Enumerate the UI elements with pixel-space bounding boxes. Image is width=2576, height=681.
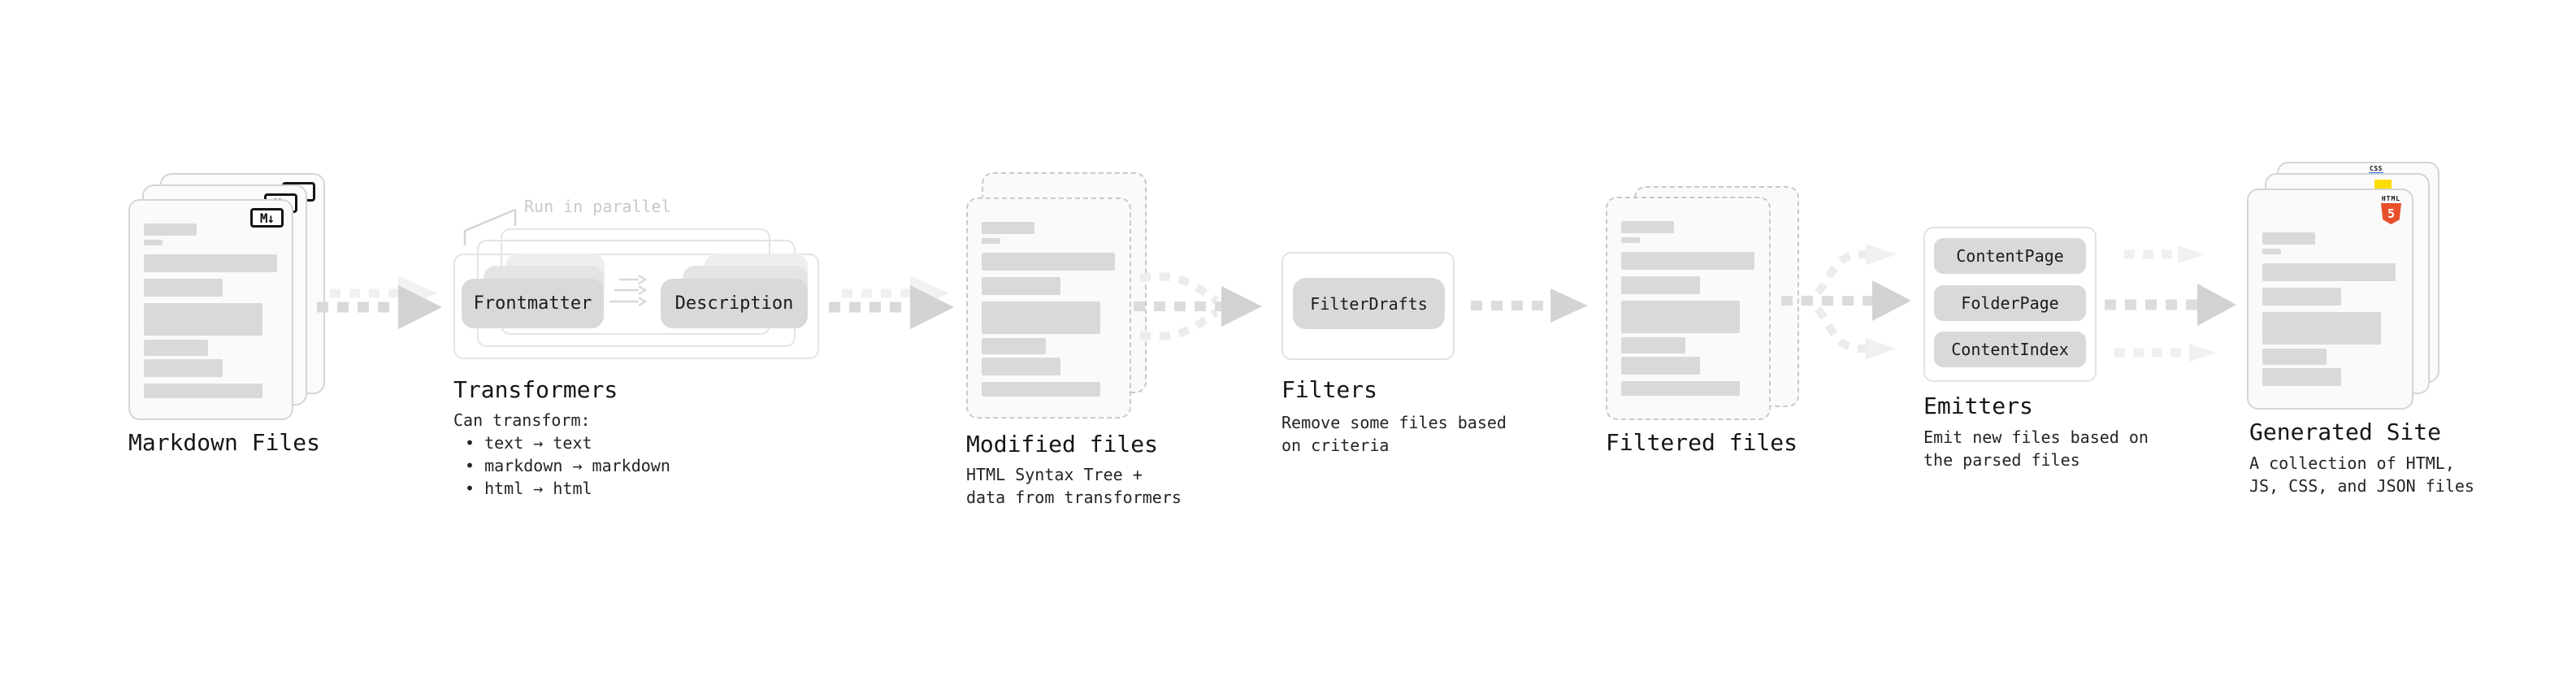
caption-line: A collection of HTML, [2249, 453, 2455, 473]
emitters-caption: Emit new files based on the parsed files [1923, 426, 2149, 471]
js-file-icon [2374, 180, 2392, 190]
placeholder-bar [982, 358, 1060, 375]
callout-line-icon [463, 208, 517, 245]
placeholder-bar [1621, 221, 1674, 233]
split-arrows-icon [1781, 244, 1911, 359]
placeholder-bar [1621, 237, 1640, 243]
caption-line: HTML Syntax Tree + [966, 465, 1143, 484]
placeholder-bar [982, 253, 1115, 271]
placeholder-bar [982, 382, 1100, 397]
doc-content-placeholder [982, 222, 1115, 397]
caption-line: the parsed files [1923, 450, 2080, 470]
markdown-files-label: Markdown Files [128, 429, 321, 456]
placeholder-bar [144, 384, 262, 398]
caption-line: Emit new files based on [1923, 427, 2149, 447]
placeholder-bar [2262, 249, 2281, 254]
placeholder-bar [1621, 381, 1740, 396]
placeholder-bar [144, 303, 262, 336]
placeholder-bar [2262, 263, 2396, 281]
placeholder-bar [2262, 368, 2341, 386]
doc-content-placeholder [144, 223, 277, 398]
doc-content-placeholder [1621, 221, 1754, 396]
modified-files-label: Modified files [966, 431, 1159, 458]
placeholder-bar [982, 338, 1046, 354]
placeholder-bar [144, 223, 197, 236]
placeholder-bar [144, 254, 277, 272]
triple-arrows-icon [2105, 245, 2236, 362]
css-icon-label: CSS [2370, 165, 2383, 172]
transformers-caption: Can transform: text → text markdown → ma… [453, 409, 670, 500]
html5-icon-word: HTML [2381, 195, 2401, 202]
emitters-label: Emitters [1923, 393, 2033, 419]
caption-line: data from transformers [966, 488, 1182, 507]
frontmatter-pill: Frontmatter [462, 279, 604, 328]
placeholder-bar [144, 240, 163, 245]
filterdrafts-pill: FilterDrafts [1293, 278, 1445, 329]
filtered-file-card-front [1606, 197, 1771, 420]
placeholder-bar [1621, 276, 1700, 294]
generated-file-card-html: HTML 5 [2247, 189, 2413, 410]
placeholder-bar [144, 279, 223, 297]
markdown-icon: M↓ [250, 208, 284, 228]
placeholder-bar [1621, 301, 1740, 333]
parallel-arrows-icon [609, 274, 648, 307]
run-in-parallel-annotation: Run in parallel [524, 197, 671, 216]
placeholder-bar [2262, 232, 2315, 245]
transformers-label: Transformers [453, 376, 618, 403]
merge-arrows-icon [1134, 272, 1262, 340]
folderpage-pill: FolderPage [1934, 285, 2086, 321]
placeholder-bar [1621, 357, 1700, 375]
placeholder-bar [2262, 349, 2327, 365]
placeholder-bar [982, 301, 1100, 334]
flow-arrow-icon [829, 275, 954, 329]
placeholder-bar [982, 277, 1060, 295]
flow-arrow-icon [1471, 288, 1588, 323]
caption-bullet: text → text [453, 432, 670, 454]
generated-site-label: Generated Site [2249, 419, 2442, 445]
flow-arrow-icon [317, 275, 442, 329]
placeholder-bar [2262, 288, 2341, 306]
placeholder-bar [144, 340, 208, 356]
caption-line: on criteria [1281, 436, 1390, 455]
modified-file-card-front [966, 197, 1131, 419]
caption-bullet: markdown → markdown [453, 454, 670, 477]
caption-line: JS, CSS, and JSON files [2249, 476, 2474, 496]
placeholder-bar [144, 359, 223, 377]
markdown-file-card-front: M↓ [128, 199, 293, 420]
caption-line: Can transform: [453, 410, 591, 430]
filtered-files-label: Filtered files [1606, 429, 1798, 456]
filters-label: Filters [1281, 376, 1378, 403]
caption-line: Remove some files based [1281, 413, 1507, 432]
description-pill: Description [661, 279, 808, 328]
generated-site-caption: A collection of HTML, JS, CSS, and JSON … [2249, 452, 2474, 497]
placeholder-bar [2262, 312, 2381, 345]
placeholder-bar [982, 222, 1034, 234]
html5-icon: HTML 5 [2380, 195, 2402, 224]
contentindex-pill: ContentIndex [1934, 332, 2086, 367]
html5-icon-shield: 5 [2381, 203, 2401, 224]
placeholder-bar [982, 238, 1000, 244]
modified-files-caption: HTML Syntax Tree + data from transformer… [966, 463, 1182, 509]
filters-caption: Remove some files based on criteria [1281, 411, 1507, 457]
caption-bullet: html → html [453, 477, 670, 500]
doc-content-placeholder [2262, 232, 2396, 386]
contentpage-pill: ContentPage [1934, 238, 2086, 274]
transformers-box-front [453, 254, 819, 359]
placeholder-bar [1621, 252, 1754, 270]
placeholder-bar [1621, 337, 1685, 354]
